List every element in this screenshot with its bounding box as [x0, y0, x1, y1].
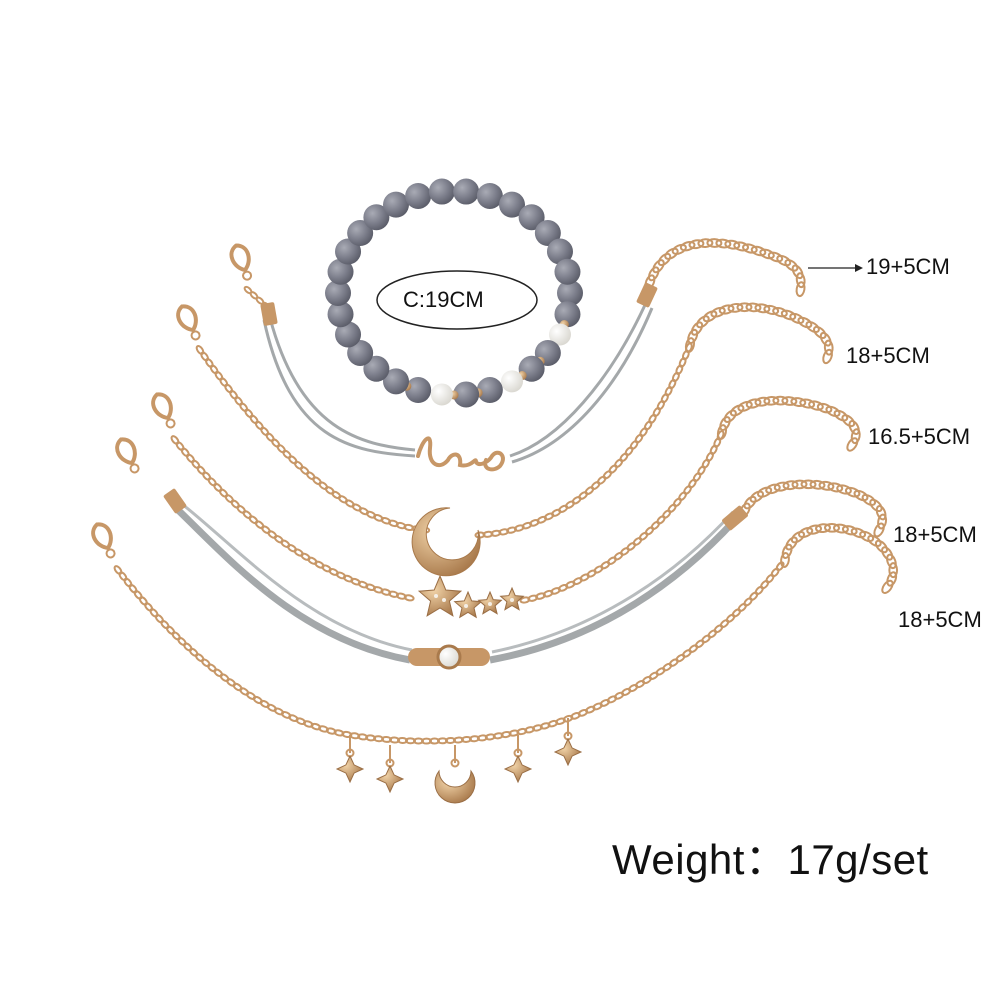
- size-label-4: 18+5CM: [893, 522, 977, 547]
- pearl-cord-bracelet: [163, 488, 748, 670]
- love-charm: [416, 436, 505, 472]
- circumference-ellipse: [376, 270, 538, 330]
- moon-charm: [411, 507, 481, 577]
- dangle-charms: [335, 718, 583, 804]
- weight-label: Weight：17g/set: [612, 836, 929, 883]
- beaded-bracelet: [325, 178, 583, 408]
- circumference-label: C:19CM: [403, 287, 484, 312]
- size-label-2: 18+5CM: [846, 343, 930, 368]
- star-cluster-charm: [417, 574, 525, 619]
- love-cord-bracelet: [260, 282, 658, 472]
- pearl-bead: [436, 644, 462, 670]
- size-label-3: 16.5+5CM: [868, 424, 971, 449]
- size-label-5: 18+5CM: [898, 607, 982, 632]
- arrow-icon: [808, 264, 863, 272]
- size-label-1: 19+5CM: [866, 254, 950, 279]
